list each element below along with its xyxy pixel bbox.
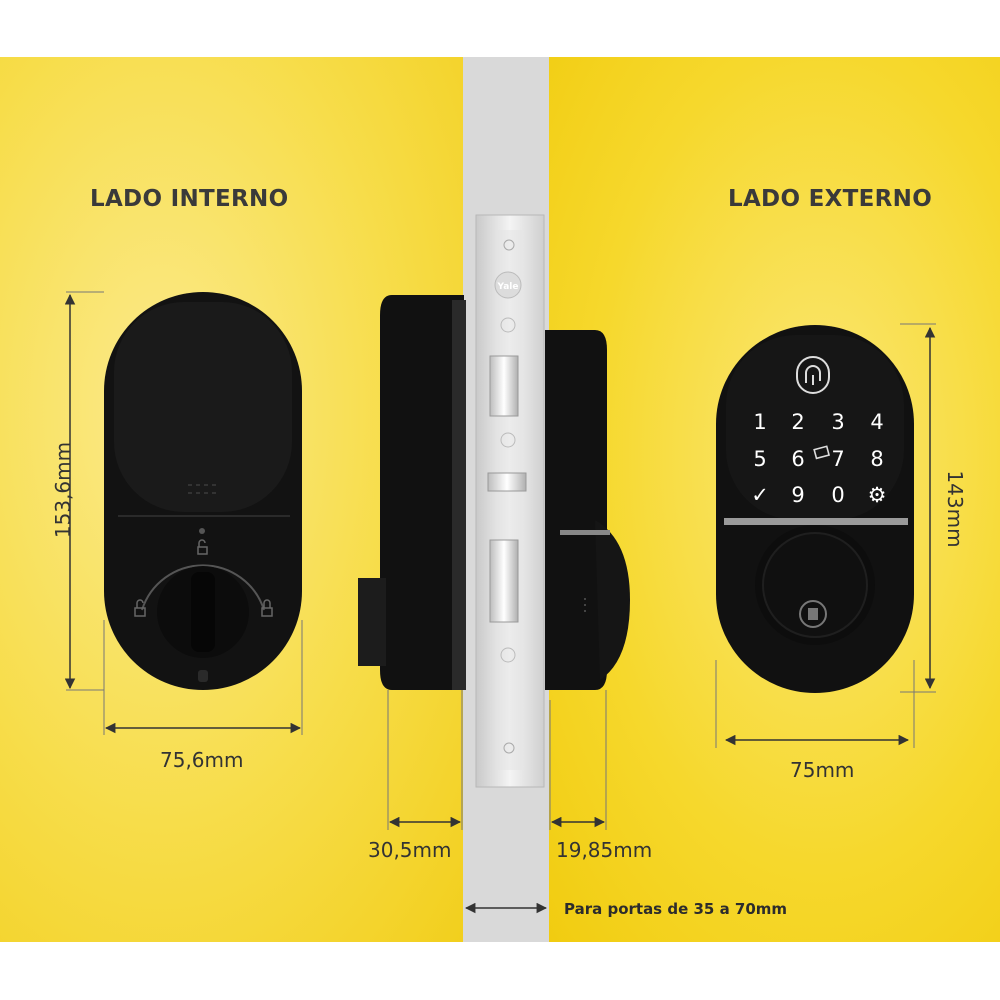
key-4[interactable]: 4 <box>870 410 883 434</box>
key-6[interactable]: 6 <box>791 447 804 471</box>
doorbell-icon <box>813 445 831 460</box>
key-3[interactable]: 3 <box>831 410 844 434</box>
key-1[interactable]: 1 <box>753 410 766 434</box>
key-0[interactable]: 0 <box>831 483 844 507</box>
key-2[interactable]: 2 <box>791 410 804 434</box>
brand-logo: Yale <box>497 282 519 292</box>
inside-heading: LADO INTERNO <box>90 186 289 212</box>
outside-heading: LADO EXTERNO <box>728 186 933 212</box>
settings-icon[interactable]: ⚙ <box>868 483 887 507</box>
speaker-grille-icon <box>188 484 216 494</box>
outside-depth-label: 19,85mm <box>556 838 653 862</box>
lock-status-icon <box>197 539 208 555</box>
outside-height-label: 143mm <box>943 470 967 548</box>
side-grille <box>584 598 586 612</box>
inside-lock <box>104 292 302 690</box>
inside-width-label: 75,6mm <box>160 748 244 772</box>
unlock-icon <box>134 599 146 617</box>
dimension-lines <box>64 291 936 914</box>
side-view: Yale <box>358 214 630 788</box>
inside-height-label: 153,6mm <box>51 441 75 539</box>
lock-icon <box>261 599 273 617</box>
key-8[interactable]: 8 <box>870 447 883 471</box>
key-5[interactable]: 5 <box>753 447 766 471</box>
outside-lock: 1 2 3 4 5 6 7 8 ✓ 9 0 ⚙ <box>716 325 914 693</box>
key-confirm[interactable]: ✓ <box>751 483 769 507</box>
fingerprint-icon <box>796 356 830 394</box>
key-7[interactable]: 7 <box>831 447 844 471</box>
key-9[interactable]: 9 <box>791 483 804 507</box>
keypad: 1 2 3 4 5 6 7 8 ✓ 9 0 ⚙ <box>751 410 886 507</box>
outside-width-label: 75mm <box>790 758 855 782</box>
inside-depth-label: 30,5mm <box>368 838 452 862</box>
door-thickness-note: Para portas de 35 a 70mm <box>564 900 788 918</box>
